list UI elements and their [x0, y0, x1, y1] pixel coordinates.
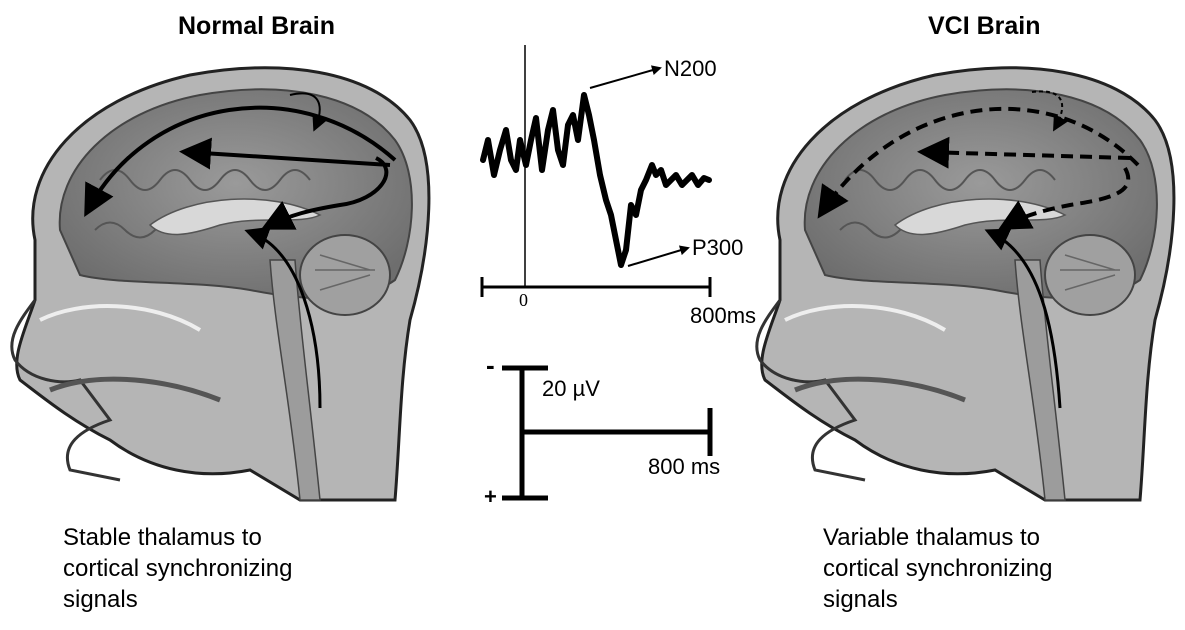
erp-waveform	[482, 45, 710, 297]
p300-pointer	[628, 248, 688, 266]
scale-time-label: 800 ms	[648, 454, 720, 480]
n200-pointer	[590, 68, 660, 88]
right-mri-head	[757, 68, 1174, 500]
p300-label: P300	[692, 235, 743, 261]
n200-label: N200	[664, 56, 717, 82]
axis-end-label: 800ms	[690, 303, 756, 329]
scale-amplitude-label: 20 µV	[542, 376, 600, 402]
scale-plus-sign: +	[484, 484, 497, 510]
scale-minus-sign: -	[486, 350, 495, 381]
axis-zero-label: 0	[519, 290, 528, 311]
left-mri-head	[12, 68, 429, 500]
normal-brain-caption: Stable thalamus to cortical synchronizin…	[63, 522, 292, 615]
waveform-trace	[483, 95, 709, 265]
vci-brain-caption: Variable thalamus to cortical synchroniz…	[823, 522, 1052, 615]
